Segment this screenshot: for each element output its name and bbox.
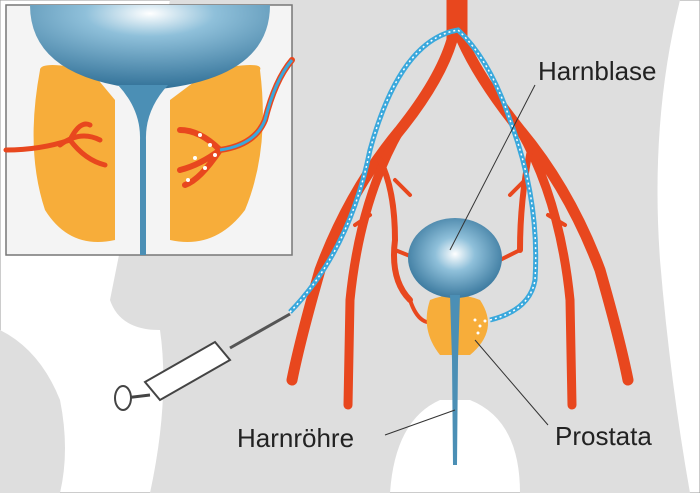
label-harnblase: Harnblase	[538, 56, 657, 86]
bladder	[408, 218, 502, 298]
inset-detail	[3, 4, 295, 256]
embolic-particles	[473, 318, 487, 335]
catheter-dots	[289, 29, 537, 321]
label-harnroehre: Harnröhre	[237, 423, 354, 453]
label-prostata: Prostata	[555, 421, 652, 451]
hand-silhouette	[0, 330, 65, 493]
leader-lines	[384, 84, 549, 436]
urethra	[450, 295, 460, 465]
syringe	[114, 312, 291, 411]
